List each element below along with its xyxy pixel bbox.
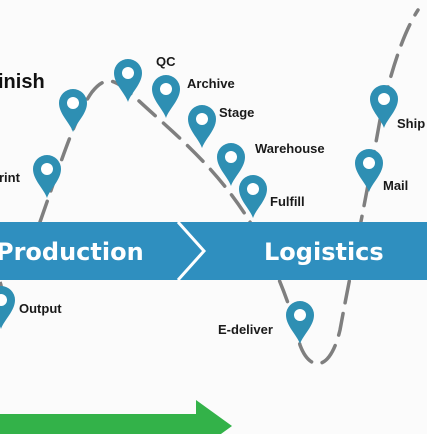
stage-label-logistics: Logistics [264, 238, 384, 266]
pin-label-stage: Stage [219, 105, 254, 120]
map-pin-icon [188, 105, 216, 148]
route-path [38, 8, 420, 366]
map-pin-icon [33, 155, 61, 198]
map-pin-icon [59, 89, 87, 132]
map-pin-icon [152, 75, 180, 118]
pin-label-qc: QC [156, 54, 176, 69]
map-pin-icon [355, 149, 383, 192]
stage-label-production: Production [0, 238, 144, 266]
pin-label-print: rint [0, 170, 21, 185]
stage-label-finish: inish [0, 71, 45, 93]
map-pin-icon [114, 59, 142, 102]
pin-label-mail: Mail [383, 178, 408, 193]
pin-label-fulfill: Fulfill [270, 194, 305, 209]
pin-label-warehouse: Warehouse [255, 141, 325, 156]
map-pin-icon [0, 286, 15, 329]
pin-label-output: Output [19, 301, 62, 316]
band-divider [176, 220, 207, 282]
process-band [0, 222, 427, 280]
pin-label-ship: Ship [397, 116, 425, 131]
map-pin-icon [370, 85, 398, 128]
pin-label-edeliver: E-deliver [218, 322, 273, 337]
map-pin-icon [286, 301, 314, 344]
pin-label-archive: Archive [187, 76, 235, 91]
arrow-right-icon [0, 400, 232, 434]
